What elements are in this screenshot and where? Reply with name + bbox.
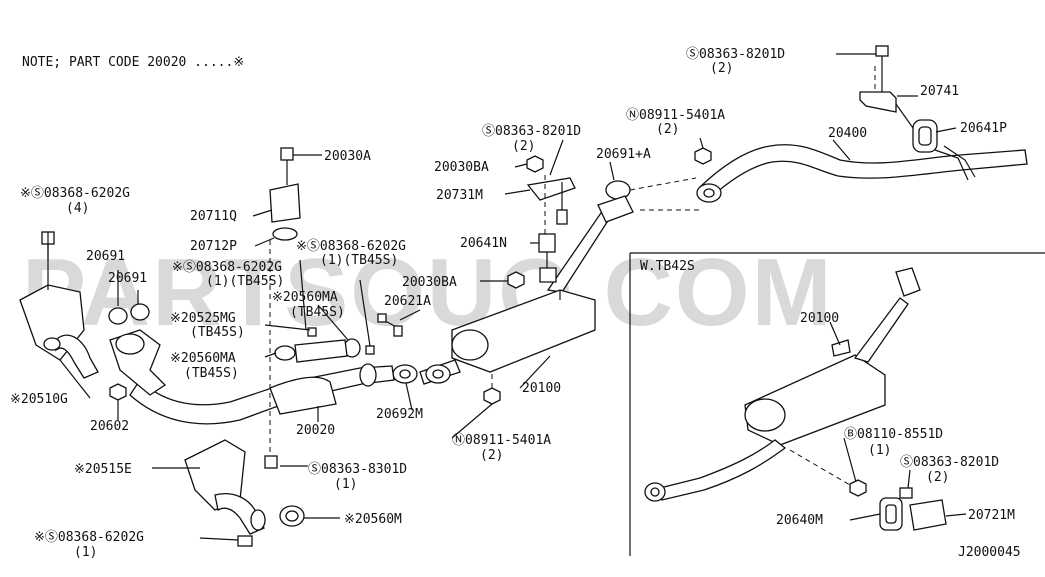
inset-drawing xyxy=(644,267,947,531)
label-20712p: 20712P xyxy=(190,239,237,254)
manifold-lower xyxy=(184,439,266,535)
front-pipe xyxy=(129,363,395,425)
label-08368-6202g-a: ※Ⓢ08368-6202G xyxy=(20,186,130,201)
label-20030ba-lower: 20030BA xyxy=(402,275,457,290)
label-20691-a-gasket: 20691 xyxy=(86,249,125,264)
label-20560m: ※20560M xyxy=(344,512,402,527)
label-20510g: ※20510G xyxy=(10,392,68,407)
label-20560ma-lower: ※20560MA xyxy=(170,351,236,366)
nut xyxy=(694,147,712,165)
label-08911-5401a-bottom-qty: (2) xyxy=(480,448,503,463)
label-20621a: 20621A xyxy=(384,294,431,309)
label-08363-8301d-qty: (1) xyxy=(334,477,357,492)
bracket-20731m xyxy=(526,155,576,235)
label-20721m: 20721M xyxy=(968,508,1015,523)
label-20030a: 20030A xyxy=(324,149,371,164)
label-08368-6202g-d: ※Ⓢ08368-6202G xyxy=(34,530,144,545)
rubber-hanger xyxy=(912,119,938,153)
label-08368-6202g-b: ※Ⓢ08368-6202G xyxy=(296,239,406,254)
label-20560ma-upper-qty: (TB45S) xyxy=(290,305,345,320)
hanger-stack xyxy=(269,147,301,460)
label-20711q: 20711Q xyxy=(190,209,237,224)
label-20560ma-lower-qty: (TB45S) xyxy=(184,366,239,381)
label-08368-6202g-a-qty: (4) xyxy=(66,201,89,216)
label-20731m: 20731M xyxy=(436,188,483,203)
label-20030ba-upper: 20030BA xyxy=(434,160,489,175)
label-08368-6202g-c: ※Ⓢ08368-6202G xyxy=(172,260,282,275)
hanger-bracket xyxy=(859,45,914,129)
inset-frame xyxy=(629,252,1045,556)
label-20741: 20741 xyxy=(920,84,959,99)
nut-20602 xyxy=(109,383,127,401)
label-08363-8201d-top: Ⓢ08363-8201D xyxy=(686,47,785,62)
label-20525mg-qty: (TB45S) xyxy=(190,325,245,340)
label-08363-8201d-mid-qty: (2) xyxy=(512,139,535,154)
clamp-upper xyxy=(274,338,361,363)
label-20691-a: 20691+A xyxy=(596,147,651,162)
label-20515e: ※20515E xyxy=(74,462,132,477)
label-20400: 20400 xyxy=(828,126,867,141)
nut-lower xyxy=(507,271,525,289)
label-08911-5401a-top-qty: (2) xyxy=(656,122,679,137)
tail-pipe xyxy=(696,144,1028,203)
label-08363-8201d-top-qty: (2) xyxy=(710,61,733,76)
label-20640m: 20640M xyxy=(776,513,823,528)
flange-gasket xyxy=(392,364,501,405)
label-08363-8301d: Ⓢ08363-8301D xyxy=(308,462,407,477)
label-20100-main: 20100 xyxy=(522,381,561,396)
label-08368-6202g-b-qty: (1)(TB45S) xyxy=(320,253,398,268)
label-08110-8551d: Ⓑ08110-8551D xyxy=(844,427,943,442)
diagram-code: J2000045 xyxy=(958,545,1021,560)
leader-lines xyxy=(47,53,967,541)
label-20641n: 20641N xyxy=(460,236,507,251)
label-08363-8201d-mid: Ⓢ08363-8201D xyxy=(482,124,581,139)
inset-title: W.TB42S xyxy=(640,259,695,274)
watermark: PARTSOUQ.COM xyxy=(22,239,834,346)
gaskets-20691 xyxy=(108,303,150,325)
y-pipe xyxy=(109,329,167,396)
label-08368-6202g-c-qty: (1)(TB45S) xyxy=(206,274,284,289)
label-20692m: 20692M xyxy=(376,407,423,422)
label-08368-6202g-d-qty: (1) xyxy=(74,545,97,560)
label-20641p: 20641P xyxy=(960,121,1007,136)
label-20602: 20602 xyxy=(90,419,129,434)
labels: NOTE; PART CODE 20020 .....※ W.TB42S J20… xyxy=(10,47,1021,560)
label-20560ma-upper: ※20560MA xyxy=(272,290,338,305)
bolt-20621a xyxy=(377,313,403,337)
label-08911-5401a-top: Ⓝ08911-5401A xyxy=(626,108,725,123)
note-text: NOTE; PART CODE 20020 .....※ xyxy=(22,55,244,70)
label-08363-8201d-inset-qty: (2) xyxy=(926,470,949,485)
label-08911-5401a-bottom: Ⓝ08911-5401A xyxy=(452,433,551,448)
label-20691-b-gasket: 20691 xyxy=(108,271,147,286)
clamp-lower xyxy=(279,505,305,527)
bolts xyxy=(237,327,375,547)
label-08363-8201d-inset: Ⓢ08363-8201D xyxy=(900,455,999,470)
label-08110-8551d-qty: (1) xyxy=(868,443,891,458)
label-20020: 20020 xyxy=(296,423,335,438)
label-20525mg: ※20525MG xyxy=(170,311,236,326)
hanger-20641n xyxy=(538,233,557,283)
label-20100-inset: 20100 xyxy=(800,311,839,326)
main-drawing xyxy=(19,45,1028,547)
